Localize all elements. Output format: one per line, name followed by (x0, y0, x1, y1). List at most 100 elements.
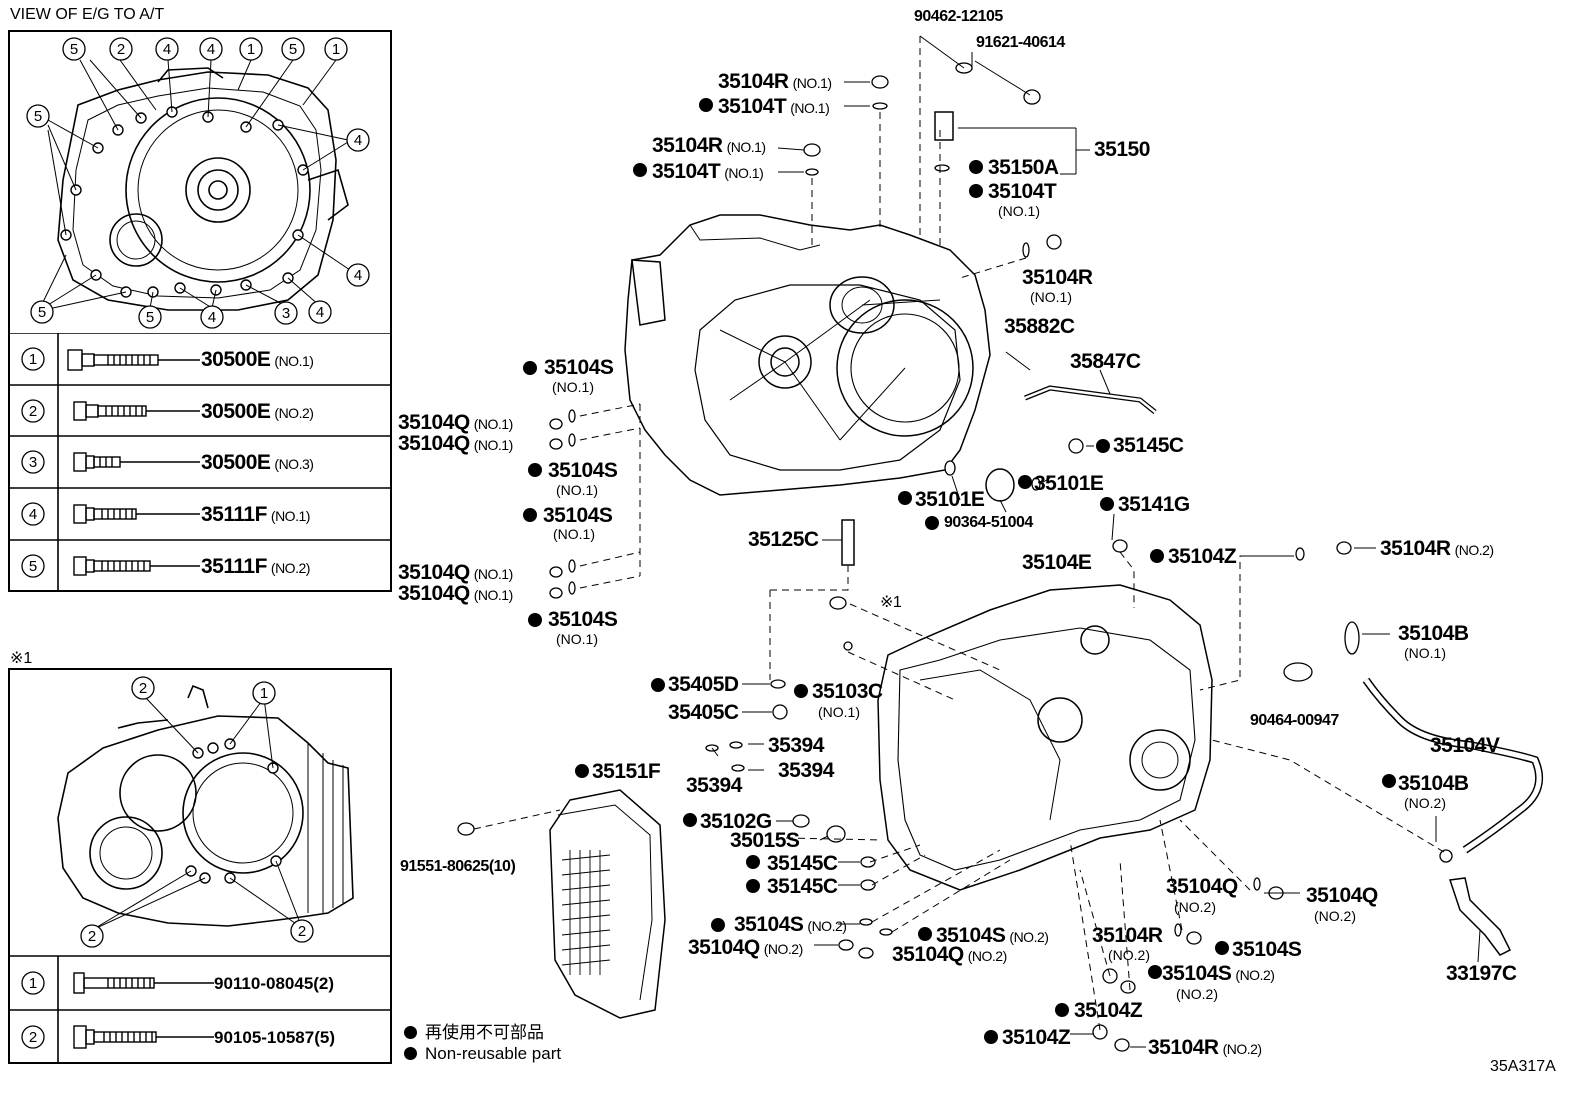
callout-35151f[interactable]: 35151F (592, 760, 661, 783)
svg-text:2: 2 (88, 928, 96, 945)
callout-35104s-b[interactable]: 35104S (548, 459, 618, 482)
callout-35104s-no2-b[interactable]: 35104S(NO.2) (936, 924, 1049, 947)
callout-35101e-left[interactable]: 35101E (915, 488, 985, 511)
callout-33197c[interactable]: 33197C (1446, 962, 1517, 985)
bolt-table-top: 1 2 3 4 5 (8, 333, 392, 592)
callout-91621-40614[interactable]: 91621-40614 (976, 34, 1065, 51)
callout-35104s-d[interactable]: 35104S (548, 608, 618, 631)
callout-35104q-d[interactable]: 35104Q(NO.1) (398, 582, 513, 605)
svg-text:4: 4 (354, 132, 362, 149)
callout-35015s[interactable]: 35015S (730, 829, 800, 852)
callout-35104r-no2-bottom[interactable]: 35104R(NO.2) (1148, 1036, 1262, 1059)
callout-35145c-a[interactable]: 35145C (767, 852, 838, 875)
callout-35145c-b[interactable]: 35145C (767, 875, 838, 898)
callout-35104r-no2-mid[interactable]: 35104R (1092, 924, 1163, 947)
bolt-reference-panel-top (8, 30, 392, 592)
callout-35101e-right[interactable]: 35101E (1034, 472, 1104, 495)
callout-91551-80625[interactable]: 91551-80625(10) (400, 858, 516, 875)
svg-text:4: 4 (316, 304, 324, 321)
tbl-top-row-5[interactable]: 35111F(NO.2) (201, 555, 310, 578)
legend-en: Non-reusable part (404, 1044, 561, 1064)
callout-note-1: ※1 (880, 594, 902, 611)
callout-35104s-no2-a[interactable]: 35104S(NO.2) (734, 913, 847, 936)
callout-35405d[interactable]: 35405D (668, 673, 739, 696)
callout-35405c[interactable]: 35405C (668, 701, 739, 724)
callout-35102g[interactable]: 35102G (700, 810, 772, 833)
svg-text:2: 2 (117, 41, 125, 58)
callout-35394-a[interactable]: 35394 (768, 734, 824, 757)
callout-35394-c[interactable]: 35394 (686, 774, 742, 797)
svg-text:4: 4 (208, 309, 216, 326)
svg-text:1: 1 (260, 685, 268, 702)
circled-5: 5 (70, 41, 78, 58)
callout-35104q-no2-c[interactable]: 35104Q (1166, 875, 1238, 898)
svg-text:2: 2 (298, 923, 306, 940)
callout-35104q-b[interactable]: 35104Q(NO.1) (398, 432, 513, 455)
callout-35847c[interactable]: 35847C (1070, 350, 1141, 373)
svg-text:5: 5 (34, 108, 42, 125)
callout-35104z-top[interactable]: 35104Z (1168, 545, 1237, 568)
svg-text:1: 1 (247, 41, 255, 58)
svg-text:1: 1 (29, 975, 37, 992)
tbl-bottom-row-2[interactable]: 90105-10587(5) (214, 1028, 335, 1047)
tbl-top-row-2[interactable]: 30500E(NO.2) (201, 400, 314, 423)
svg-text:4: 4 (163, 41, 171, 58)
callout-35104s-a[interactable]: 35104S (544, 356, 614, 379)
callout-35125c[interactable]: 35125C (748, 528, 819, 551)
tbl-top-row-3[interactable]: 30500E(NO.3) (201, 451, 314, 474)
callout-35150a[interactable]: 35150A (988, 156, 1059, 179)
tbl-top-num-1: 1 (29, 351, 37, 368)
svg-text:4: 4 (354, 267, 362, 284)
callout-35104v[interactable]: 35104V (1430, 734, 1500, 757)
callout-35104r-top[interactable]: 35104R(NO.1) (718, 70, 832, 93)
callout-35104z-bottom[interactable]: 35104Z (1002, 1026, 1071, 1049)
svg-text:1: 1 (332, 41, 340, 58)
callout-35882c[interactable]: 35882C (1004, 315, 1075, 338)
callout-35104r-mid[interactable]: 35104R(NO.1) (652, 134, 766, 157)
callout-35104s-no2-c[interactable]: 35104S(NO.2) (1162, 962, 1275, 985)
svg-text:5: 5 (146, 309, 154, 326)
svg-text:4: 4 (29, 506, 37, 523)
diagram-id: 35A317A (1490, 1058, 1556, 1075)
svg-text:5: 5 (289, 41, 297, 58)
callout-35104q-c[interactable]: 35104Q(NO.1) (398, 561, 513, 584)
svg-text:3: 3 (29, 454, 37, 471)
svg-text:3: 3 (282, 305, 290, 322)
callout-35394-b[interactable]: 35394 (778, 759, 834, 782)
callout-35150[interactable]: 35150 (1094, 138, 1150, 161)
callout-35141g[interactable]: 35141G (1118, 493, 1190, 516)
callout-35104r-right[interactable]: 35104R (1022, 266, 1093, 289)
callout-35104r-no2-top[interactable]: 35104R(NO.2) (1380, 537, 1494, 560)
svg-text:5: 5 (29, 558, 37, 575)
callout-35104e[interactable]: 35104E (1022, 551, 1092, 574)
footnote-mark: ※1 (10, 650, 33, 667)
callout-90464-00947[interactable]: 90464-00947 (1250, 712, 1339, 729)
callout-35103c[interactable]: 35103C (812, 680, 883, 703)
tbl-bottom-row-1[interactable]: 90110-08045(2) (214, 974, 335, 993)
svg-text:2: 2 (29, 1029, 37, 1046)
svg-text:4: 4 (207, 41, 215, 58)
callout-35104z-mid[interactable]: 35104Z (1074, 999, 1143, 1022)
callout-35104t-top[interactable]: 35104T(NO.1) (718, 95, 830, 118)
callout-35104s-no2-c-note: (NO.2) (1176, 986, 1218, 1002)
callout-35104q-no2-d[interactable]: 35104Q (1306, 884, 1378, 907)
callout-35104s-right[interactable]: 35104S (1232, 938, 1302, 961)
callout-90364-51004[interactable]: 90364-51004 (944, 514, 1033, 531)
callout-35104t-right[interactable]: 35104T (988, 180, 1057, 203)
tbl-top-row-1[interactable]: 30500E(NO.1) (201, 348, 314, 371)
view-title: VIEW OF E/G TO A/T (10, 6, 165, 23)
callout-35104t-mid[interactable]: 35104T(NO.1) (652, 160, 764, 183)
tbl-top-row-4[interactable]: 35111F(NO.1) (201, 503, 310, 526)
callout-35145c-top[interactable]: 35145C (1113, 434, 1184, 457)
callout-35104q-a[interactable]: 35104Q(NO.1) (398, 411, 513, 434)
callout-90462-12105[interactable]: 90462-12105 (914, 8, 1003, 25)
bolt-reference-panel-bottom (8, 668, 392, 1064)
callout-35104q-no2-a[interactable]: 35104Q(NO.2) (688, 936, 803, 959)
callout-35104b-no1[interactable]: 35104B (1398, 622, 1469, 645)
callout-35104q-no2-b[interactable]: 35104Q(NO.2) (892, 943, 1007, 966)
callout-35104s-c[interactable]: 35104S (543, 504, 613, 527)
callout-35104b-no2[interactable]: 35104B (1398, 772, 1469, 795)
